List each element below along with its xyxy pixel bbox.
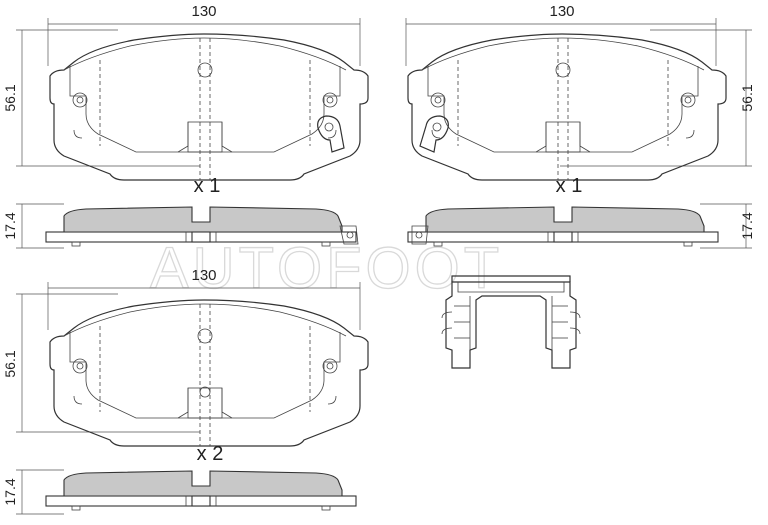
wear-indicator-icon [419, 115, 449, 153]
anti-rattle-clip-icon [441, 275, 581, 369]
thickness-label: 17.4 [2, 478, 18, 505]
quantity-label: x 2 [197, 443, 224, 465]
wear-indicator-icon [317, 115, 345, 153]
quantity-label: x 1 [194, 175, 221, 197]
height-label: 56.1 [2, 84, 18, 111]
pad-top-right: 130 56.1 x 1 17.4 [405, 3, 755, 249]
wear-indicator-side-icon [339, 225, 359, 245]
height-label: 56.1 [2, 350, 18, 377]
thickness-label: 17.4 [739, 212, 755, 239]
width-label: 130 [191, 3, 216, 20]
quantity-label: x 1 [556, 175, 583, 197]
width-label: 130 [191, 267, 216, 284]
wear-indicator-side-icon [411, 225, 429, 245]
thickness-label: 17.4 [2, 212, 18, 239]
width-label: 130 [549, 3, 574, 20]
height-label: 56.1 [739, 84, 755, 111]
pad-bottom: 130 56.1 x 2 17.4 [2, 267, 369, 515]
pad-top-left: 130 56.1 x 1 17.4 [2, 3, 369, 249]
